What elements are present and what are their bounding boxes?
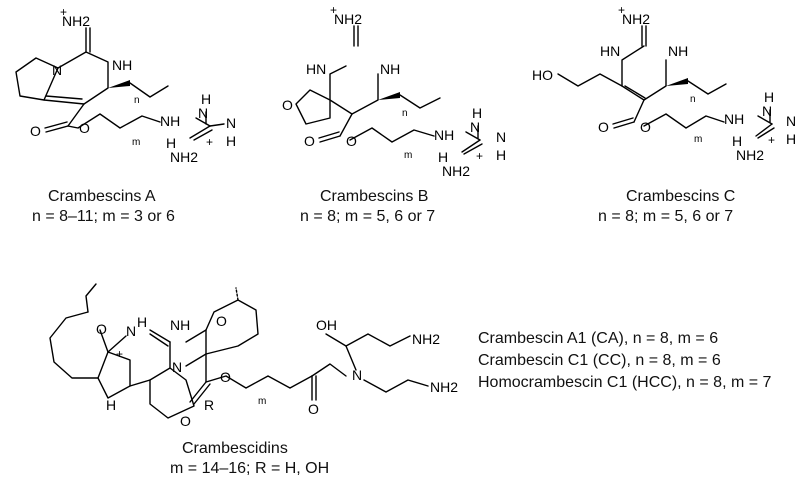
atom-label: NH2 bbox=[334, 11, 362, 27]
structure-crambescins-c: + NH2 HN NH HO O O n m NH H N N H + NH2 … bbox=[532, 3, 796, 163]
atom-label: H bbox=[137, 314, 147, 330]
atom-label: NH bbox=[668, 43, 688, 59]
atom-label: NH bbox=[434, 127, 454, 143]
atom-label: NH2 bbox=[736, 147, 764, 163]
atom-label: H bbox=[106, 397, 116, 413]
atom-label: H bbox=[786, 131, 796, 147]
atom-label: N bbox=[126, 323, 136, 339]
atom-label: NH2 bbox=[170, 149, 198, 165]
atom-label: NH bbox=[170, 317, 190, 333]
atom-label: H bbox=[201, 91, 211, 107]
atom-label: O bbox=[282, 97, 293, 113]
atom-label: OH bbox=[316, 317, 337, 333]
compound-entry-crambescin-a1: Crambescin A1 (CA), n = 8, m = 6 bbox=[478, 330, 719, 347]
atom-label: NH2 bbox=[412, 331, 440, 347]
charge-label: + bbox=[618, 3, 625, 17]
caption-crambescins-b-condition: n = 8; m = 5, 6 or 7 bbox=[300, 208, 436, 225]
index-label: m bbox=[132, 137, 140, 148]
atom-label: H bbox=[732, 133, 742, 149]
atom-label: N bbox=[496, 129, 506, 145]
caption-crambescins-b-name: Crambescins B bbox=[320, 188, 429, 205]
atom-label: O bbox=[346, 133, 357, 149]
atom-label: O bbox=[640, 119, 651, 135]
atom-label: N bbox=[470, 119, 480, 135]
atom-label: N bbox=[352, 367, 362, 383]
atom-label: N bbox=[226, 115, 236, 131]
index-label: n bbox=[690, 94, 696, 105]
index-label: n bbox=[134, 95, 140, 106]
atom-label: O bbox=[180, 413, 191, 429]
atom-label: NH bbox=[160, 113, 180, 129]
structure-crambescins-a: + NH2 NH N O O n m NH H N N H + NH2 H bbox=[15, 5, 236, 165]
atom-label: NH2 bbox=[442, 163, 470, 179]
charge-label: + bbox=[476, 149, 483, 163]
atom-label: HO bbox=[532, 67, 553, 83]
charge-label: + bbox=[60, 5, 67, 19]
atom-label: H bbox=[472, 105, 482, 121]
atom-label: HN bbox=[600, 43, 620, 59]
atom-label: N bbox=[762, 103, 772, 119]
atom-label: H bbox=[226, 133, 236, 149]
caption-crambescins-c-condition: n = 8; m = 5, 6 or 7 bbox=[598, 208, 734, 225]
atom-label: NH2 bbox=[62, 13, 90, 29]
atom-label: O bbox=[216, 313, 227, 329]
atom-label: R bbox=[204, 397, 214, 413]
charge-label: + bbox=[768, 133, 775, 147]
atom-label: H bbox=[166, 135, 176, 151]
charge-label: + bbox=[116, 347, 123, 361]
atom-label: HN bbox=[306, 61, 326, 77]
index-label: m bbox=[404, 150, 412, 161]
compound-entry-homocrambescin-c1: Homocrambescin C1 (HCC), n = 8, m = 7 bbox=[478, 374, 772, 391]
atom-label: NH2 bbox=[430, 379, 458, 395]
compound-entry-crambescin-c1: Crambescin C1 (CC), n = 8, m = 6 bbox=[478, 352, 721, 369]
index-label: n bbox=[402, 108, 408, 119]
atom-label: N bbox=[786, 113, 796, 129]
atom-label: H bbox=[496, 147, 506, 163]
atom-label: N bbox=[52, 62, 62, 78]
structure-crambescins-b: + NH2 HN NH O O O n m NH H N N H + NH2 H bbox=[282, 3, 506, 179]
atom-label: O bbox=[79, 120, 90, 136]
atom-label: H bbox=[764, 89, 774, 105]
caption-crambescins-a-condition: n = 8–11; m = 3 or 6 bbox=[32, 208, 175, 225]
atom-label: NH bbox=[112, 57, 132, 73]
atom-label: NH2 bbox=[622, 11, 650, 27]
atom-label: NH bbox=[380, 61, 400, 77]
atom-label: NH bbox=[724, 111, 744, 127]
atom-label: O bbox=[96, 321, 107, 337]
atom-label: H bbox=[438, 149, 448, 165]
atom-label: N bbox=[198, 105, 208, 121]
caption-crambescidins-name: Crambescidins bbox=[182, 440, 288, 457]
caption-crambescidins-condition: m = 14–16; R = H, OH bbox=[170, 460, 330, 477]
index-label: m bbox=[694, 134, 702, 145]
atom-label: O bbox=[30, 123, 41, 139]
atom-label: O bbox=[308, 401, 319, 417]
index-label: m bbox=[258, 396, 266, 407]
caption-crambescins-a-name: Crambescins A bbox=[48, 188, 156, 205]
structure-crambescidins: O N H + NH N O H R O O m O N OH NH2 NH2 bbox=[49, 283, 458, 429]
atom-label: N bbox=[172, 359, 182, 375]
atom-label: O bbox=[598, 119, 609, 135]
atom-label: O bbox=[304, 133, 315, 149]
atom-label: O bbox=[220, 369, 231, 385]
caption-crambescins-c-name: Crambescins C bbox=[626, 188, 736, 205]
charge-label: + bbox=[330, 3, 337, 17]
charge-label: + bbox=[206, 135, 213, 149]
